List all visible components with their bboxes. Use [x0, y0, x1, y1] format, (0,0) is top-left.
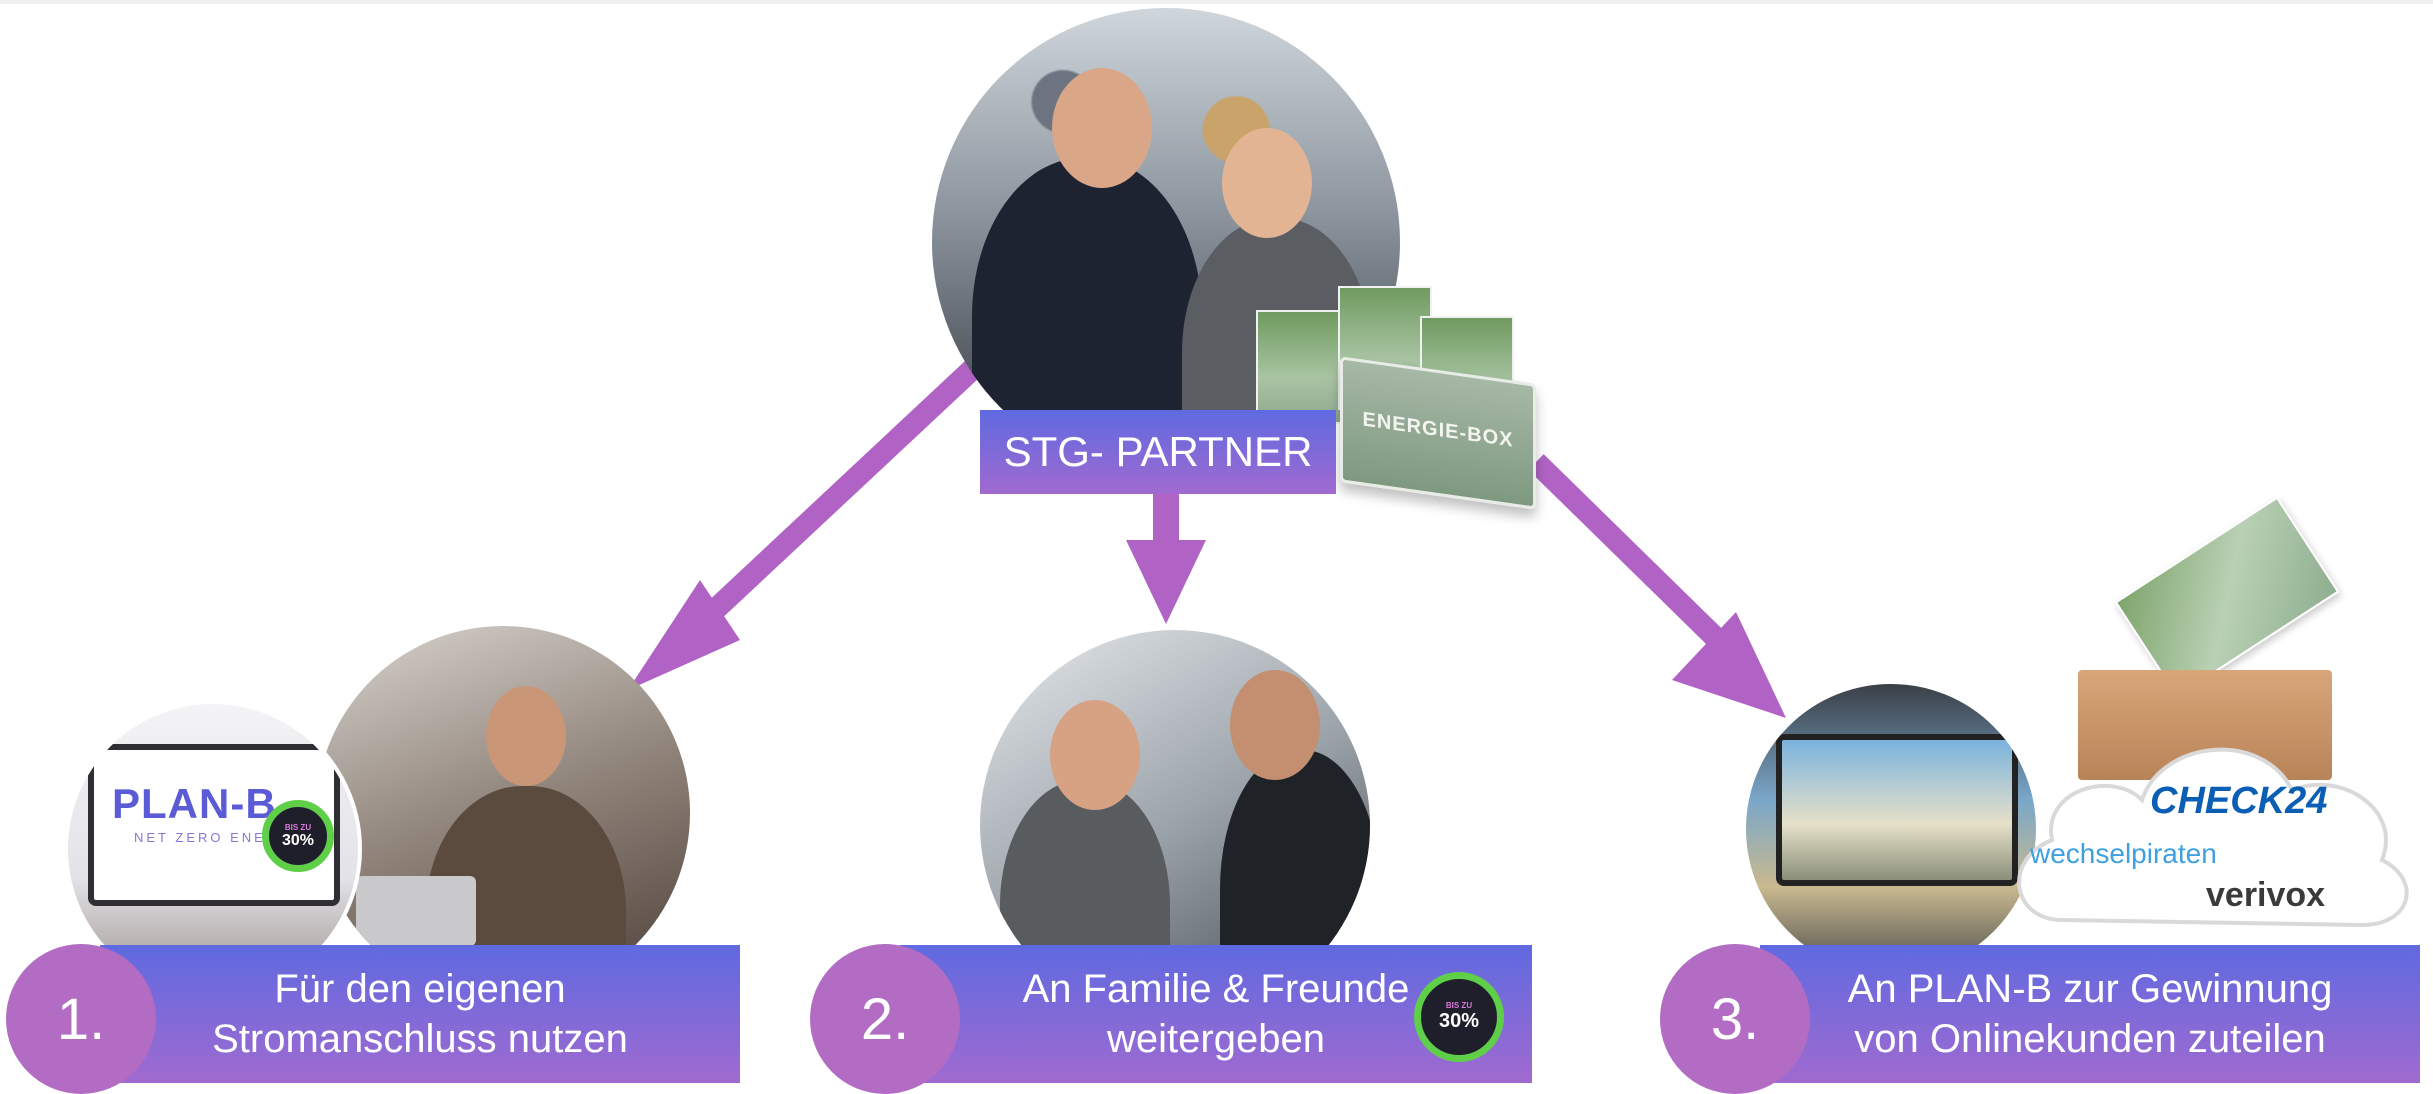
verivox-logo: verivox: [2206, 876, 2326, 914]
badge-value: 30%: [1438, 1010, 1480, 1032]
arrow-head-option-1: [628, 580, 740, 690]
laptop: [356, 876, 476, 946]
badge-caption: BIS ZU: [1445, 1001, 1473, 1010]
check24-logo: CHECK24: [2150, 780, 2328, 822]
option-1-number: 1.: [6, 944, 156, 1094]
self-use-photo: [316, 626, 690, 1000]
partner-label: STG- PARTNER: [980, 410, 1336, 494]
discount-badge: BIS ZU 30%: [262, 800, 334, 872]
wechselpiraten-logo: wechselpiraten: [2030, 838, 2217, 869]
option-3-label: An PLAN-B zur Gewinnung von Onlinekunden…: [1760, 945, 2420, 1083]
arrow-head-option-3: [1672, 612, 1786, 718]
person-left-face: [1050, 700, 1140, 810]
arrow-to-option-3: [1528, 454, 1738, 660]
option-1-label: Für den eigenen Stromanschluss nutzen: [100, 945, 740, 1083]
option-3-number: 3.: [1660, 944, 1810, 1094]
option-2-line-1: An Familie & Freunde: [1022, 967, 1410, 1011]
option-2-line-2: weitergeben: [1107, 1017, 1325, 1061]
voucher-card: [1256, 310, 1350, 424]
energy-box-label: ENERGIE-BOX: [1362, 408, 1514, 452]
person-right-face: [1230, 670, 1320, 780]
option-1-line-1: Für den eigenen: [274, 967, 566, 1011]
discount-badge: BIS ZU 30%: [1414, 972, 1504, 1062]
option-1-line-2: Stromanschluss nutzen: [212, 1017, 628, 1061]
option-3-line-1: An PLAN-B zur Gewinnung: [1847, 967, 2333, 1011]
man-face: [486, 686, 566, 786]
cloud-shape: [2017, 747, 2409, 928]
laptop-screen-landscape: [1776, 734, 2018, 886]
top-border: [0, 0, 2433, 4]
badge-caption: BIS ZU: [284, 822, 312, 832]
arrow-head-option-2: [1126, 540, 1206, 624]
partner-man-face: [1052, 68, 1152, 188]
planb-tagline: NET ZERO ENERGY: [134, 830, 304, 845]
option-2-number: 2.: [810, 944, 960, 1094]
arrow-to-option-1: [664, 353, 988, 659]
planb-logo: PLAN-B: [112, 780, 277, 827]
option-3-line-2: von Onlinekunden zuteilen: [1854, 1017, 2326, 1061]
badge-value: 30%: [281, 831, 315, 849]
online-customer-photo: [1742, 680, 2040, 978]
partner-woman-face: [1222, 128, 1312, 238]
